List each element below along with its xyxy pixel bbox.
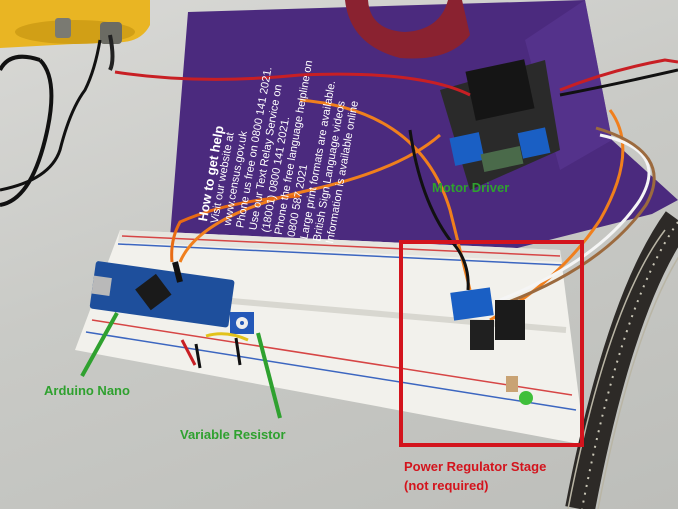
variable-resistor-component xyxy=(230,312,254,334)
variable-resistor-label: Variable Resistor xyxy=(180,427,286,442)
power-regulator-highlight-box xyxy=(399,240,584,447)
variable-resistor-pointer-line xyxy=(256,332,282,419)
yellow-power-supply xyxy=(0,0,150,48)
fabric-strap xyxy=(345,0,470,59)
power-regulator-label: Power Regulator Stage xyxy=(404,459,547,474)
arduino-nano-board xyxy=(89,261,235,328)
motor-driver-label: Motor Driver xyxy=(432,180,510,195)
power-regulator-components xyxy=(450,287,533,405)
arduino-nano-label: Arduino Nano xyxy=(44,383,130,398)
motor-driver-board xyxy=(440,59,560,190)
power-regulator-note: (not required) xyxy=(404,478,489,493)
arduino-pointer-line xyxy=(80,312,119,377)
model-railway-track xyxy=(565,211,678,509)
